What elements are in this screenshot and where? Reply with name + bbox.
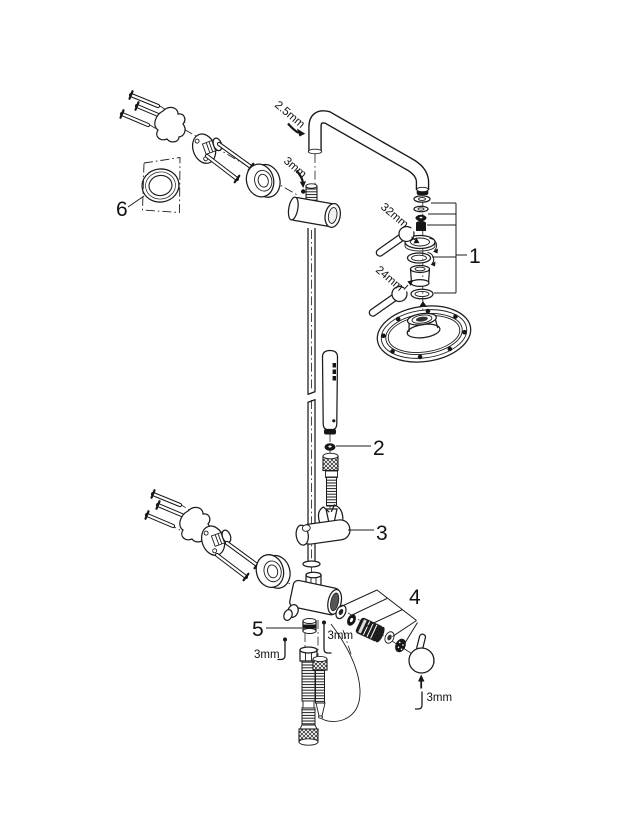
screw-icon: [216, 141, 255, 172]
escutcheon-ring: [255, 554, 291, 589]
callout-2: 2: [373, 437, 385, 460]
hex-key-icon-connector: [295, 169, 306, 188]
hex-key-icon-knob: [415, 674, 425, 710]
rail-base-flange: [302, 560, 321, 568]
screw-icon: [128, 90, 161, 109]
callout-5: 5: [252, 618, 264, 641]
screw-icon: [144, 510, 176, 529]
connection-hoses: [298, 623, 361, 746]
outlet-nut: [302, 618, 317, 634]
wall-mount-bottom: [144, 489, 291, 589]
head-parts-stack: [404, 195, 438, 307]
leader-6: [127, 195, 145, 208]
mounting-template: [141, 156, 181, 213]
cone-24mm: [409, 264, 431, 274]
hose-long: [298, 646, 319, 746]
shower-holder: [295, 504, 351, 546]
diverter-body: [283, 571, 343, 634]
callout-3: 3: [376, 522, 388, 545]
screw-icon: [214, 552, 250, 582]
escutcheon-ring: [245, 163, 281, 198]
hose-washer: [324, 443, 336, 451]
callout-1: 1: [469, 245, 481, 268]
wrench-24mm-icon: [368, 280, 413, 317]
hose-end-piece: [325, 470, 338, 524]
callout-6: 6: [116, 198, 128, 221]
wall-plate: [154, 106, 186, 143]
cartridge: [355, 617, 385, 643]
control-knob: [408, 633, 435, 674]
hex-key-icon-arm: [287, 122, 306, 137]
screw-icon: [119, 109, 151, 128]
set-screw-dot: [301, 189, 306, 194]
screw-icon: [204, 153, 241, 184]
wall-mount-top: [119, 90, 281, 198]
label-connector-hex-size: 3mm: [281, 155, 308, 181]
label-body-hex-size: 3mm: [328, 630, 354, 642]
hand-shower: [321, 349, 339, 435]
label-nut-wrench-size: 32mm: [378, 201, 410, 231]
arm-connector-tee: [287, 183, 341, 228]
bracket-4: [339, 589, 418, 645]
screw-icon: [155, 500, 187, 519]
label-outlet-hex-size: 3mm: [254, 649, 280, 661]
mounting-flange: [200, 525, 232, 556]
shower-arm: [307, 110, 430, 195]
shower-head: [376, 305, 472, 363]
diverter-cartridge-parts: [335, 604, 406, 653]
label-knob-hex-size: 3mm: [427, 692, 453, 704]
screw-icon: [150, 489, 183, 508]
hex-key-icon-outlet: [277, 637, 287, 661]
hex-key-icon-body: [322, 620, 332, 654]
hose-short: [312, 655, 328, 719]
head-screw-dots: [381, 308, 467, 360]
callout-4: 4: [409, 586, 421, 609]
shower-rail: [302, 228, 321, 568]
label-cone-wrench-size: 24mm: [373, 264, 405, 294]
bracket-1: [427, 202, 467, 294]
hand-shower-hose-curve: [321, 623, 361, 722]
wrench-32mm-icon: [375, 225, 420, 257]
hose-union-nut: [322, 452, 339, 472]
